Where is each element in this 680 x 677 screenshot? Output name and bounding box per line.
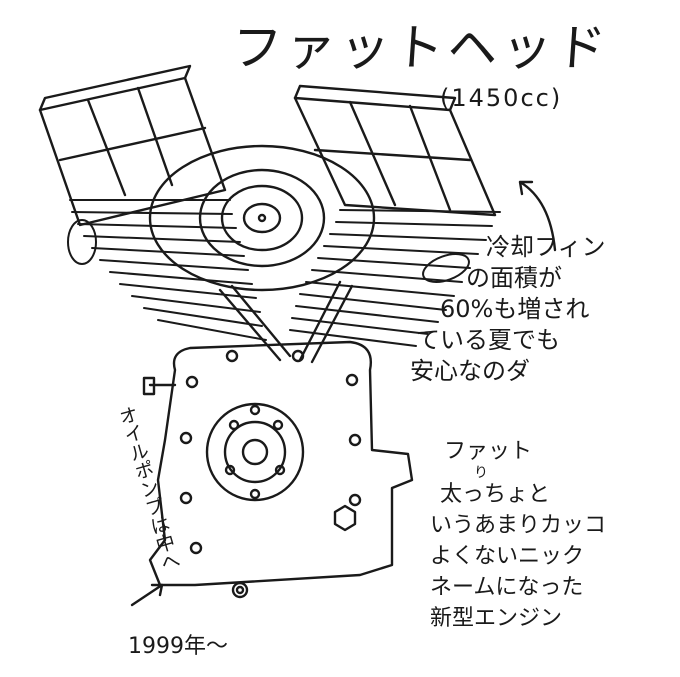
nickname-note: ファット り 太っちょと いうあまりカッコ よくないニック ネームになった 新型… [430, 436, 606, 634]
year-label: 1999年〜 [128, 634, 228, 659]
note-line: ファット [444, 439, 533, 464]
arrow-to-fins-icon [518, 180, 557, 252]
note-line: ネームになった [430, 575, 584, 600]
note-line: 新型エンジン [430, 606, 563, 631]
left-cylinder-fins [67, 199, 267, 341]
displacement-label: (1450cc) [440, 84, 563, 112]
right-cylinder-fins [289, 209, 501, 347]
cooling-fin-note: 冷却フィン の面積が 60%も増され ている夏でも 安心なのダ [410, 232, 606, 387]
note-line: の面積が [466, 264, 562, 292]
left-rocker-box [38, 64, 227, 227]
cam-cover [142, 340, 414, 599]
note-line: 安心なのダ [410, 357, 530, 385]
pushrods [218, 280, 354, 364]
note-line: 太っちょと [440, 482, 551, 507]
title: ファットヘッド [229, 19, 612, 77]
note-line: ている夏でも [416, 326, 560, 354]
right-rocker-box [293, 84, 497, 217]
note-line: り [474, 465, 488, 481]
note-line: いうあまりカッコ [430, 513, 607, 538]
arrow-to-oil-pump-icon [130, 583, 164, 607]
note-line: よくないニック [430, 544, 585, 569]
air-cleaner [148, 144, 376, 292]
note-line: 冷却フィン [486, 233, 606, 261]
note-line: 60%も増され [440, 295, 590, 323]
